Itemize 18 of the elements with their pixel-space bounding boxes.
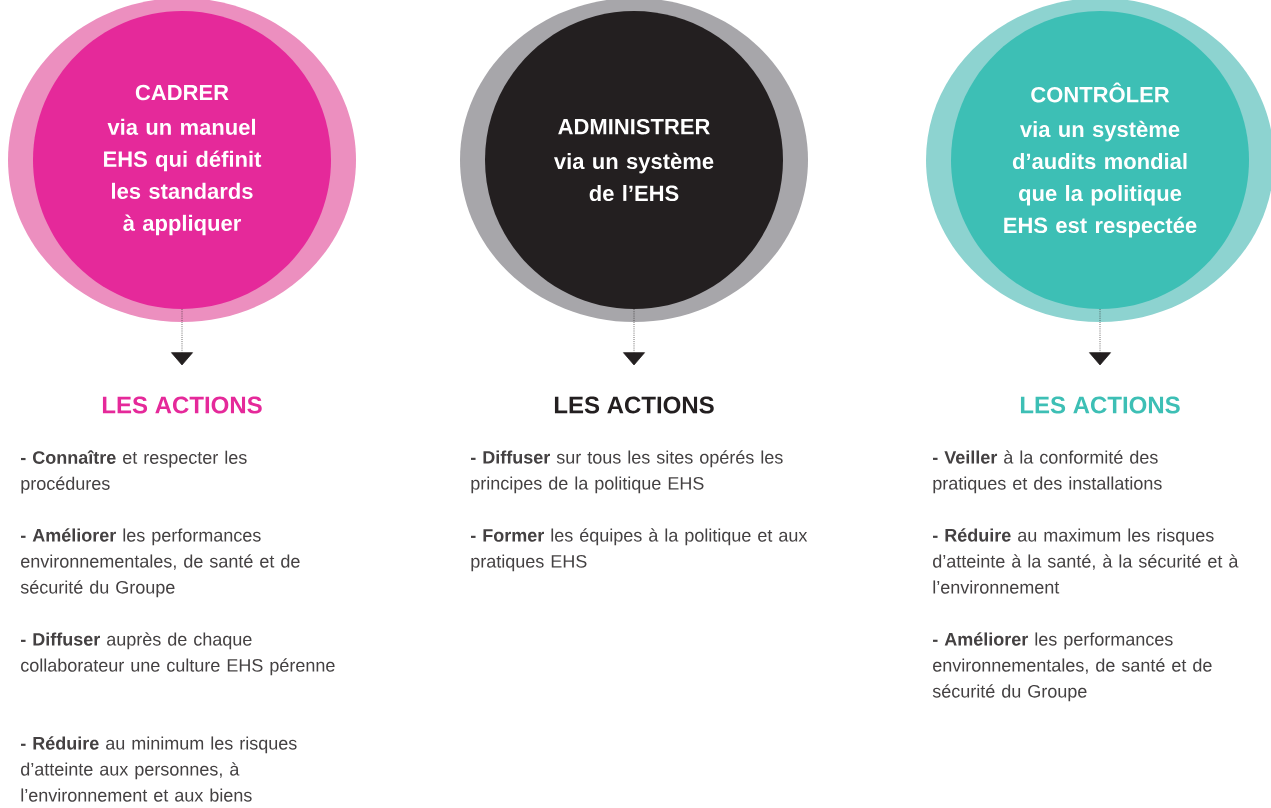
arrow [623, 308, 645, 366]
section-heading: LES ACTIONS [554, 396, 714, 414]
arrow [171, 308, 193, 366]
action-item: - Réduire au maximum les risques d’atteinte à la santé, à la sécurité et à l’environnement [933, 528, 1239, 594]
circle-badge: CONTRÔLER via un système d’audits mondial que la politique EHS est respectée [926, 0, 1271, 322]
action-item: - Diffuser auprès de chaque collaborateur une culture EHS pérenne [21, 632, 335, 676]
action-item: - Réduire au minimum les risques d’atteinte aux personnes, à l’environnement et aux biens [21, 736, 297, 802]
action-item: - Connaître et respecter les procédures [21, 450, 247, 494]
action-item: - Améliorer les performances environnementales, de santé et de sécurité du Groupe [20, 528, 300, 598]
section-heading: LES ACTIONS [102, 396, 262, 414]
action-item: - Diffuser sur tous les sites opérés les principes de la politique EHS [471, 450, 783, 494]
circle-badge: ADMINISTRER via un système de l’EHS [460, 0, 808, 322]
section-heading: LES ACTIONS [1020, 396, 1180, 414]
arrow [1089, 308, 1111, 366]
action-item: - Former les équipes à la politique et aux pratiques EHS [471, 528, 808, 572]
action-item: - Veiller à la conformité des pratiques et des installations [933, 450, 1162, 494]
circle-badge: CADRER via un manuel EHS qui définit les standards à appliquer [8, 0, 356, 322]
action-item: - Améliorer les performances environnementales, de santé et de sécurité du Groupe [932, 632, 1212, 702]
